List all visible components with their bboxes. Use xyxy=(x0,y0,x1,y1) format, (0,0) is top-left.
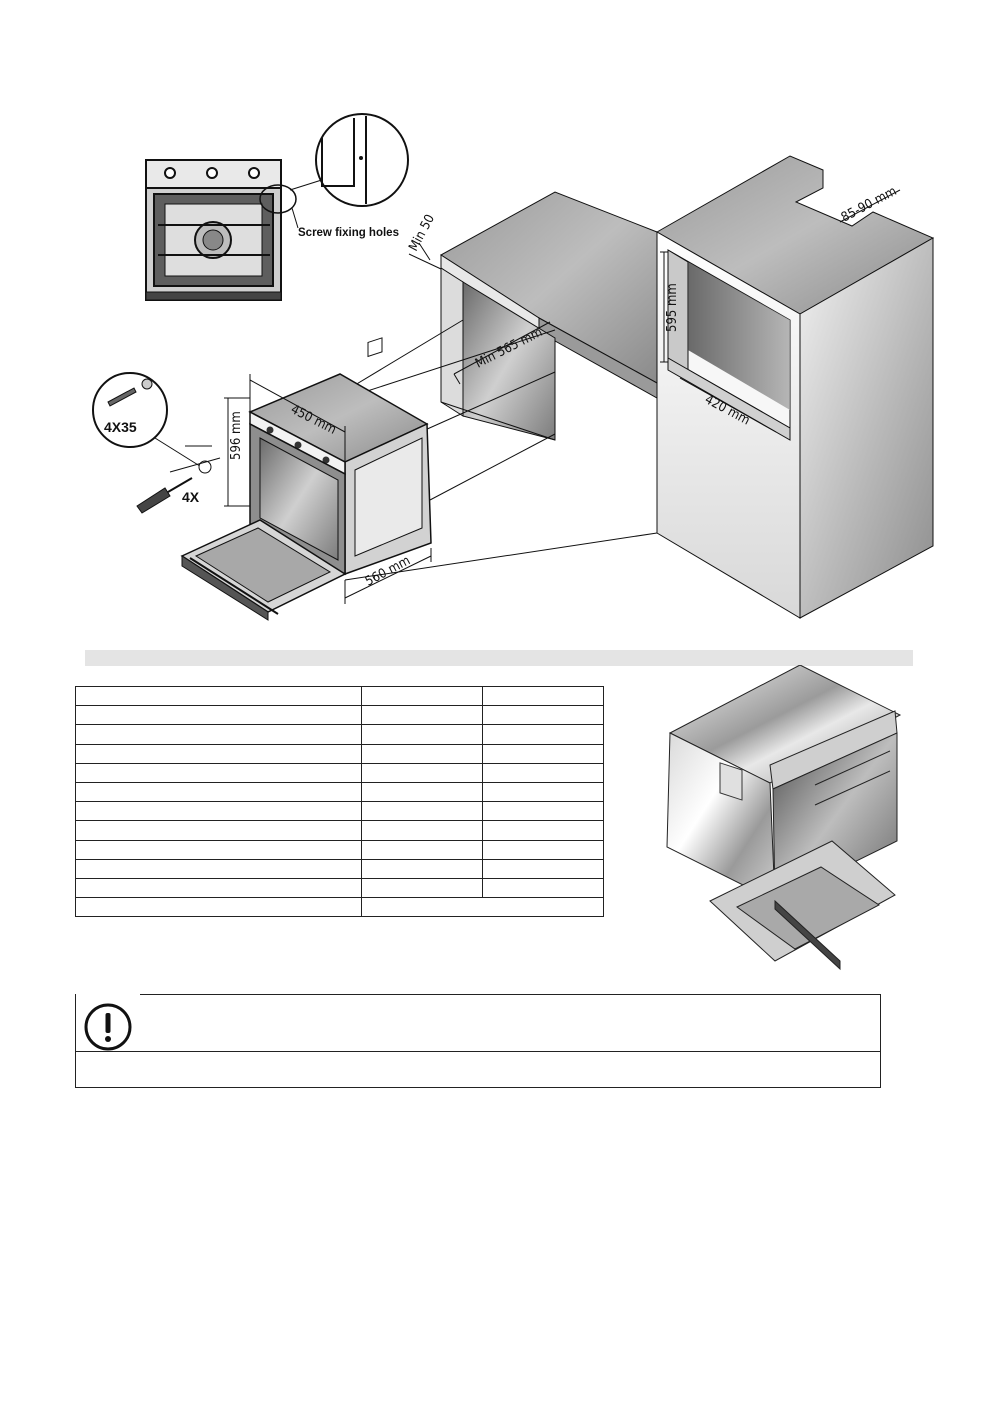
table-cell xyxy=(361,897,604,918)
table-cell xyxy=(361,762,483,783)
table-cell xyxy=(482,762,604,783)
table-cell xyxy=(361,820,483,841)
min-50-label: Min 50 xyxy=(406,212,438,254)
table-cell xyxy=(361,858,483,879)
table-cell xyxy=(75,897,362,918)
exclamation-circle-icon xyxy=(84,1003,132,1051)
screw-spec-label: 4X35 xyxy=(104,419,137,435)
table-cell xyxy=(75,743,362,764)
screw-count-label: 4X xyxy=(182,489,200,505)
table-cell xyxy=(482,839,604,860)
notice-box xyxy=(75,994,881,1088)
table-cell xyxy=(75,858,362,879)
table-cell xyxy=(482,877,604,899)
table-row xyxy=(75,685,604,707)
table-cell xyxy=(482,724,604,745)
specification-table xyxy=(75,685,604,918)
table-row xyxy=(75,897,604,918)
oven-photo xyxy=(666,665,902,971)
table-cell xyxy=(482,685,604,707)
table-cell xyxy=(361,877,483,899)
table-cell xyxy=(361,685,483,707)
table-cell xyxy=(361,839,483,860)
table-row xyxy=(75,820,604,841)
table-cell xyxy=(75,801,362,822)
table-cell xyxy=(75,839,362,860)
screw-callout: 4X35 4X xyxy=(92,372,221,514)
table-cell xyxy=(75,685,362,707)
table-cell xyxy=(361,781,483,803)
table-cell xyxy=(361,801,483,822)
dim-596-label: 596 mm xyxy=(229,411,244,460)
table-cell xyxy=(75,781,362,803)
screwdriver-icon xyxy=(136,477,193,514)
table-cell xyxy=(482,705,604,726)
table-row xyxy=(75,743,604,764)
table-cell xyxy=(482,858,604,879)
table-cell xyxy=(75,877,362,899)
table-row xyxy=(75,724,604,745)
table-row xyxy=(75,801,604,822)
dim-595-label: 595 mm xyxy=(665,283,680,332)
table-cell xyxy=(75,820,362,841)
table-cell xyxy=(361,743,483,764)
table-cell xyxy=(482,801,604,822)
table-cell xyxy=(361,724,483,745)
notice-header-row xyxy=(76,995,880,1052)
section-header-bar xyxy=(85,650,913,666)
table-cell xyxy=(482,743,604,764)
oven-front-view: Screw fixing holes xyxy=(145,113,409,301)
screw-fixing-holes-label: Screw fixing holes xyxy=(298,227,399,239)
installation-diagram: Screw fixing holes Min 50 xyxy=(92,113,935,621)
oven-dimensions xyxy=(224,374,432,604)
table-row xyxy=(75,839,604,860)
oven-isometric xyxy=(180,337,432,621)
left-cabinet xyxy=(440,191,658,441)
screw-icon xyxy=(107,378,153,407)
table-row xyxy=(75,705,604,726)
table-cell xyxy=(75,705,362,726)
table-cell xyxy=(75,724,362,745)
table-cell xyxy=(482,781,604,803)
table-cell xyxy=(482,820,604,841)
table-row xyxy=(75,877,604,899)
table-row xyxy=(75,762,604,783)
tall-column-cabinet xyxy=(655,155,935,619)
table-cell xyxy=(361,705,483,726)
table-cell xyxy=(75,762,362,783)
table-row xyxy=(75,781,604,803)
table-row xyxy=(75,858,604,879)
